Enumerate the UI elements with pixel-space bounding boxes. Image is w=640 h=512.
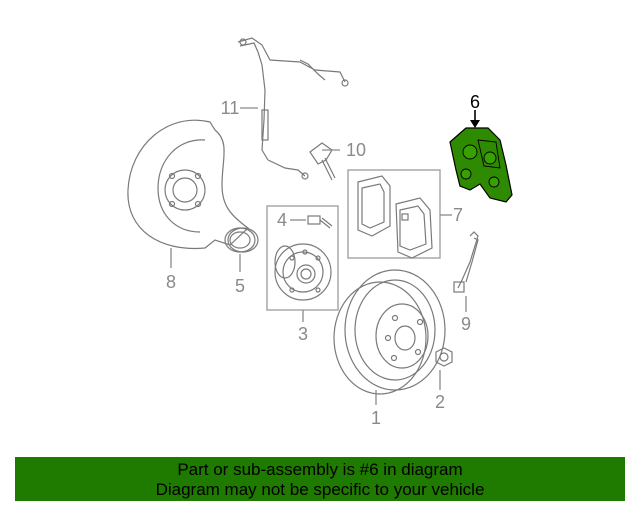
- part-11-abs-wire-harness[interactable]: [237, 37, 349, 180]
- banner-line-2: Diagram may not be specific to your vehi…: [155, 480, 485, 499]
- callout-3: 3: [298, 324, 308, 344]
- part-5-seal[interactable]: [224, 227, 259, 253]
- part-1-brake-rotor[interactable]: [333, 269, 446, 395]
- callout-11: 11: [221, 98, 240, 118]
- info-banner: Part or sub-assembly is #6 in diagram Di…: [15, 457, 625, 501]
- part-3-hub-bearing[interactable]: [274, 243, 332, 301]
- part-7-brake-pads[interactable]: [357, 175, 433, 259]
- callout-4: 4: [277, 210, 287, 230]
- pad-set-box: [347, 169, 441, 259]
- callout-10: 10: [346, 140, 366, 160]
- part-6-brake-caliper[interactable]: [449, 127, 513, 203]
- leader-6-arrow: [470, 120, 480, 128]
- callout-8: 8: [166, 272, 176, 292]
- banner-line-1: Part or sub-assembly is #6 in diagram: [177, 460, 463, 479]
- callout-1: 1: [371, 408, 381, 428]
- callout-2: 2: [435, 392, 445, 412]
- parts-diagram: 1 2 3 4 5 6 7 8 9 10 11: [127, 37, 513, 428]
- callout-7: 7: [453, 205, 463, 225]
- callout-5: 5: [235, 276, 245, 296]
- part-8-backing-plate[interactable]: [127, 119, 249, 250]
- part-9-brake-hose[interactable]: [453, 231, 479, 293]
- part-4-wheel-bolt[interactable]: [307, 215, 333, 229]
- callout-9: 9: [461, 314, 471, 334]
- part-10-abs-sensor[interactable]: [309, 142, 336, 181]
- part-2-hub-nut[interactable]: [435, 347, 453, 367]
- callout-6: 6: [470, 92, 480, 112]
